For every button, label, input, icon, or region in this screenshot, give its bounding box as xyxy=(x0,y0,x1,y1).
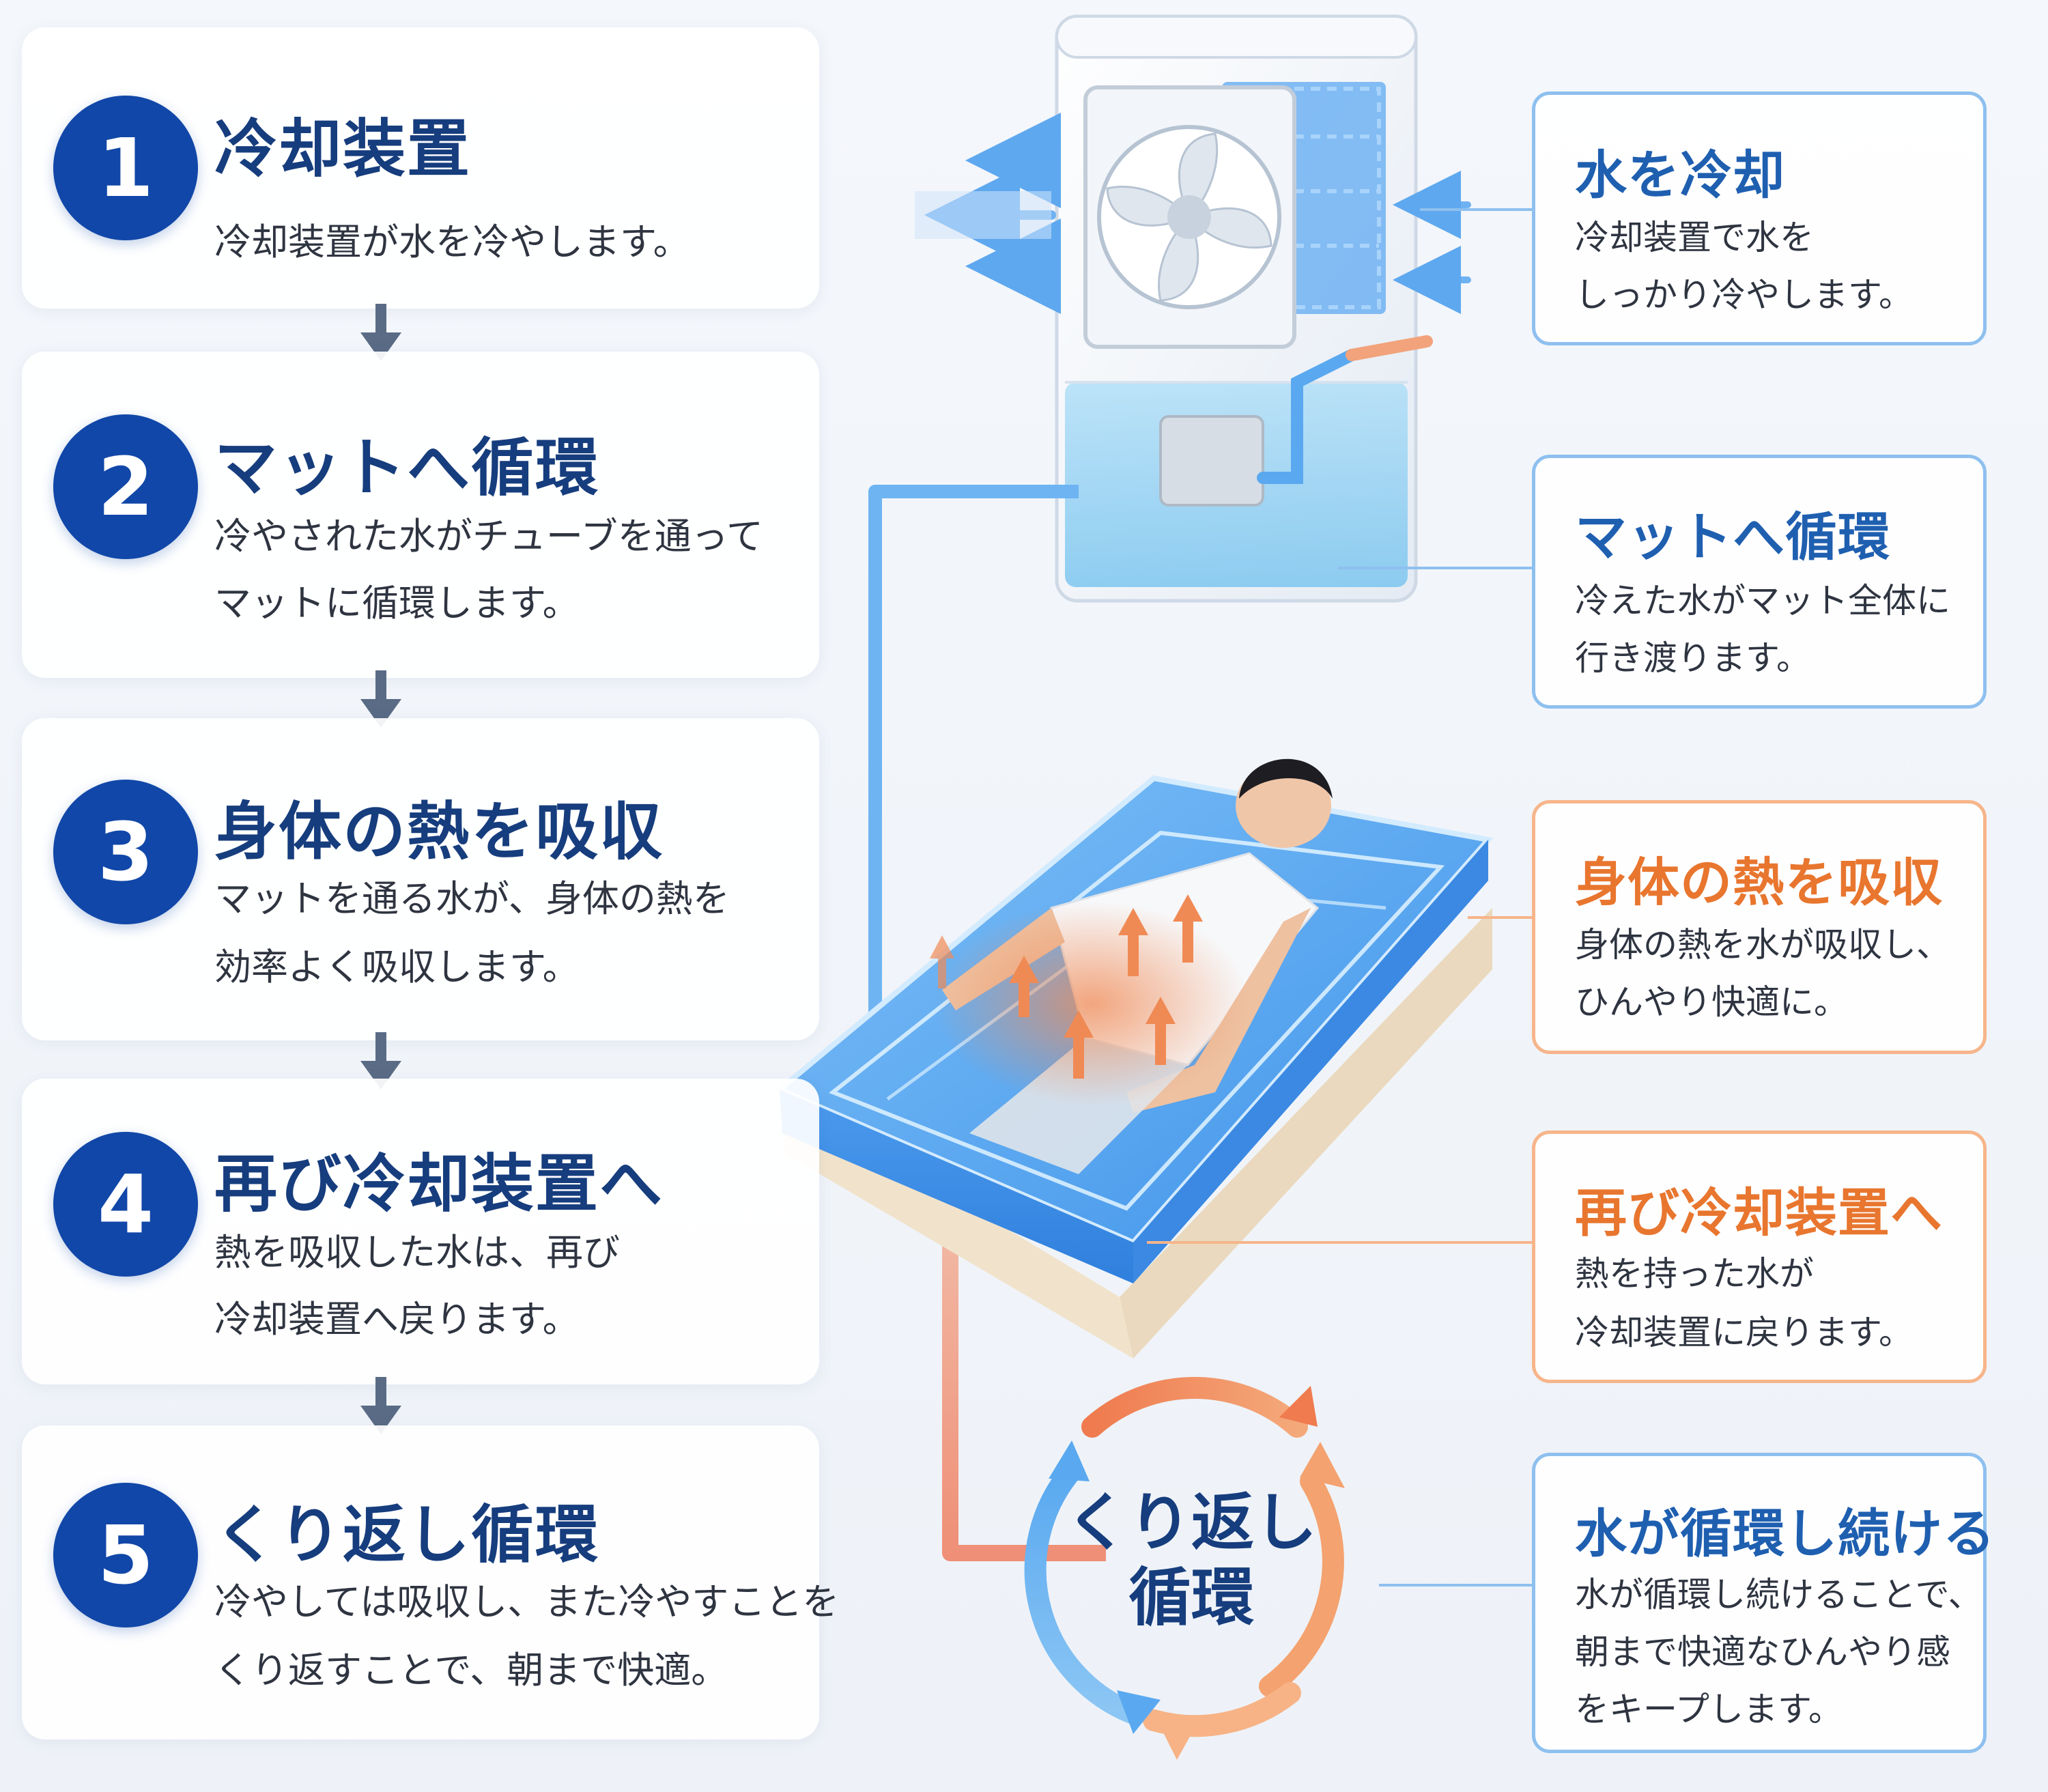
callout-cool-water: 水を冷却 冷却装置で水を しっかり冷やします。 xyxy=(1532,91,1987,345)
step-title: 身体の熱を吸収 xyxy=(214,795,664,868)
cycle-label-line2: 循環 xyxy=(1128,1561,1254,1634)
callout-description: 朝まで快適なひんやり感 xyxy=(1575,1632,1950,1672)
callout-description: ひんやり快適に。 xyxy=(1575,982,1848,1022)
callout-description: 冷却装置に戻ります。 xyxy=(1575,1313,1913,1352)
chevron-down-icon xyxy=(360,304,401,361)
connector-line xyxy=(1338,567,1532,569)
step-description: くり返すことで、朝まで快適。 xyxy=(214,1649,728,1692)
step-number-badge: 2 xyxy=(53,414,198,559)
step-description: マットを通る水が、身体の熱を xyxy=(214,877,730,920)
step-card-1: 1 冷却装置 冷却装置が水を冷やします。 xyxy=(22,27,819,309)
callout-description: 冷えた水がマット全体に xyxy=(1575,581,1950,621)
step-description: 冷やしては吸収し、また冷やすことを xyxy=(214,1580,840,1623)
callout-absorb-heat: 身体の熱を吸収 身体の熱を水が吸収し、 ひんやり快適に。 xyxy=(1532,800,1987,1054)
step-card-3: 3 身体の熱を吸収 マットを通る水が、身体の熱を 効率よく吸収します。 xyxy=(22,718,819,1040)
sleeping-person xyxy=(935,758,1333,1174)
step-title: くり返し循環 xyxy=(214,1498,600,1571)
step-number-badge: 4 xyxy=(53,1132,198,1277)
step-number-badge: 5 xyxy=(53,1483,198,1627)
step-title: マットへ循環 xyxy=(214,431,600,504)
callout-description: 冷却装置で水を xyxy=(1575,218,1814,257)
step-number-badge: 1 xyxy=(53,96,198,240)
callout-description: をキープします。 xyxy=(1575,1690,1843,1729)
step-title: 冷却装置 xyxy=(214,113,472,186)
callout-title: マットへ循環 xyxy=(1575,507,1890,567)
callout-description: 水が循環し続けることで、 xyxy=(1575,1575,1982,1615)
step-card-2: 2 マットへ循環 冷やされた水がチューブを通って マットに循環します。 xyxy=(22,352,819,678)
cycle-arrows-icon xyxy=(1024,1377,1344,1737)
step-description: 冷却装置が水を冷やします。 xyxy=(214,221,690,264)
callout-continuous-cycle: 水が循環し続ける 水が循環し続けることで、 朝まで快適なひんやり感 をキープしま… xyxy=(1532,1453,1995,1753)
step-card-5: 5 くり返し循環 冷やしては吸収し、また冷やすことを くり返すことで、朝まで快適… xyxy=(22,1425,839,1739)
callout-title: 身体の熱を吸収 xyxy=(1575,852,1943,913)
cooling-unit xyxy=(1055,14,1433,603)
connector-line xyxy=(1379,1584,1532,1587)
fan-icon xyxy=(1083,85,1296,349)
chevron-down-icon xyxy=(360,1032,401,1090)
connector-line xyxy=(1420,208,1532,211)
chevron-down-icon xyxy=(360,670,401,728)
step-description: 熱を吸収した水は、再び xyxy=(214,1231,620,1274)
connector-line xyxy=(1468,916,1532,919)
step-description: マットに循環します。 xyxy=(214,582,580,625)
connector-line xyxy=(1147,1241,1532,1244)
callout-return-unit: 再び冷却装置へ 熱を持った水が 冷却装置に戻ります。 xyxy=(1532,1130,1987,1383)
callout-circulate-mat: マットへ循環 冷えた水がマット全体に 行き渡ります。 xyxy=(1532,455,1987,709)
callout-title: 再び冷却装置へ xyxy=(1575,1182,1943,1243)
callout-description: しっかり冷やします。 xyxy=(1575,275,1913,315)
step-description: 冷やされた水がチューブを通って xyxy=(214,515,764,558)
step-description: 冷却装置へ戻ります。 xyxy=(214,1298,580,1341)
step-card-4: 4 再び冷却装置へ 熱を吸収した水は、再び 冷却装置へ戻ります。 xyxy=(22,1079,819,1384)
heat-arrow-icon xyxy=(930,894,1203,1079)
callout-description: 行き渡ります。 xyxy=(1575,638,1810,678)
supply-tube xyxy=(868,485,1079,1106)
chevron-down-icon xyxy=(360,1377,401,1434)
step-description: 効率よく吸収します。 xyxy=(214,945,580,989)
step-title: 再び冷却装置へ xyxy=(214,1148,664,1221)
callout-description: 熱を持った水が xyxy=(1575,1254,1814,1294)
step-number-badge: 3 xyxy=(53,780,198,924)
return-tube xyxy=(942,1161,1106,1561)
callout-title: 水を冷却 xyxy=(1575,145,1785,205)
callout-description: 身体の熱を水が吸収し、 xyxy=(1575,925,1950,965)
cycle-label-line1: くり返し xyxy=(1065,1486,1317,1559)
callout-title: 水が循環し続ける xyxy=(1575,1503,1995,1564)
intake-arrows xyxy=(1393,171,1471,314)
